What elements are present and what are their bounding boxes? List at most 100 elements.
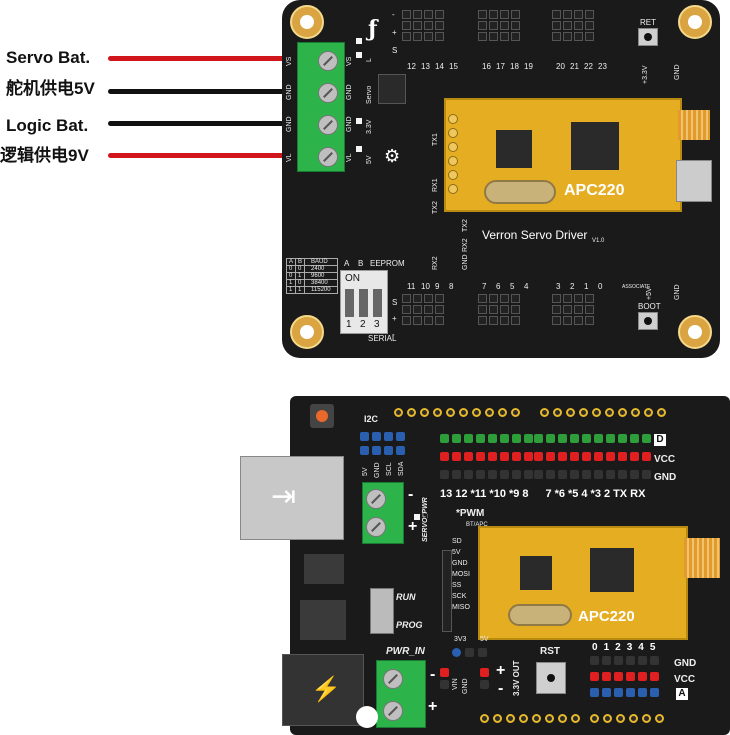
version-label: V1.0	[592, 238, 605, 244]
baud-cell: 9600	[304, 272, 338, 280]
sd-header[interactable]	[442, 550, 452, 632]
digital-pin-numbers: 13 12 *11 *10 *9 8 7 *6 *5 4 *3 2 TX RX	[440, 488, 645, 500]
run-prog-switch[interactable]	[370, 588, 394, 634]
module-pin-5	[448, 170, 458, 180]
pwr-in-terminal[interactable]	[376, 660, 426, 728]
servo-pwr-terminal[interactable]	[362, 482, 404, 544]
analog-gnd-header[interactable]	[590, 656, 659, 665]
terminal-label-vl: VL	[286, 153, 293, 162]
servo-bat-label: Servo Bat.	[6, 48, 91, 67]
associate-label: ASSOCIATE	[622, 284, 651, 290]
baud-cell: 1	[295, 272, 306, 280]
top-header-block-1[interactable]	[402, 10, 444, 41]
right-label-5v: +5V	[646, 287, 653, 300]
bottom-header-block-3[interactable]	[552, 294, 594, 325]
terminal-screw-2[interactable]	[318, 83, 338, 103]
bottom-pin-9: 9	[435, 282, 440, 291]
i2c-header-row2[interactable]	[360, 446, 405, 455]
top-pin-15: 15	[449, 62, 458, 71]
top-pin-22: 22	[584, 62, 593, 71]
dip-switch[interactable]: ON 1 2 3	[340, 270, 388, 334]
bottom-header-block-2[interactable]	[478, 294, 520, 325]
terminal-screw-1[interactable]	[318, 51, 338, 71]
pwr-in-screw-2[interactable]	[383, 701, 403, 721]
digital-vcc-header-2[interactable]	[534, 452, 651, 461]
digital-signal-header[interactable]	[440, 434, 533, 443]
mount-hole-bottom	[356, 706, 378, 728]
terminal-label-vl-r: VL	[346, 153, 353, 162]
digital-pin: *3	[590, 488, 601, 500]
analog-signal-header[interactable]	[590, 688, 659, 697]
pwr-in-screw-1[interactable]	[383, 669, 403, 689]
gnd-label-digital: GND	[654, 472, 677, 483]
gnd-label-analog: GND	[674, 658, 697, 669]
boot-label: BOOT	[638, 302, 661, 311]
analog-label-box: A	[676, 688, 688, 700]
top-pin-23: 23	[598, 62, 607, 71]
baud-cell: 115200	[304, 286, 338, 294]
reset-button-orange[interactable]	[310, 404, 334, 428]
top-header-block-2[interactable]	[478, 10, 520, 41]
side-label-3v3: 3.3V	[366, 119, 373, 134]
digital-pin: *9	[508, 488, 520, 500]
pwm-label: *PWM	[456, 508, 485, 519]
dc-power-jack[interactable]: ⚡	[282, 654, 364, 726]
status-led-1	[356, 38, 362, 44]
digital-vcc-header[interactable]	[440, 452, 533, 461]
boot-button[interactable]	[638, 312, 658, 330]
bottom-header-block-1[interactable]	[402, 294, 444, 325]
status-led-3	[356, 118, 362, 124]
row-sign-plus-bottom: +	[392, 314, 397, 323]
top-header-block-3[interactable]	[552, 10, 594, 41]
terminal-screw-3[interactable]	[318, 115, 338, 135]
top-pin-14: 14	[435, 62, 444, 71]
bottom-yellow-header[interactable]	[480, 714, 580, 723]
rst-button[interactable]	[536, 662, 566, 694]
bottom-yellow-header-2[interactable]	[590, 714, 664, 723]
digital-signal-header-2[interactable]	[534, 434, 651, 443]
i2c-pin-scl: SCL	[386, 462, 393, 476]
baud-table: A B BAUD 0 0 2400 0 1 9600 1 0 38400 1 1…	[285, 258, 338, 294]
baud-cell: 1	[295, 286, 306, 294]
top-yellow-header[interactable]	[394, 408, 520, 417]
baud-cell: 1	[285, 286, 297, 294]
rx2b-label: RX2	[462, 238, 469, 252]
gnd-label-vin: GND	[462, 678, 469, 694]
ret-label: RET	[640, 18, 656, 27]
vin-gnd-header[interactable]	[440, 668, 449, 689]
switch-label-b: B	[358, 259, 364, 268]
row-sign-minus: -	[392, 10, 395, 19]
digital-pin: *11	[470, 488, 487, 500]
digital-pin: 12	[455, 488, 468, 500]
i2c-header[interactable]	[360, 432, 405, 441]
voltage-jumper[interactable]	[452, 648, 487, 657]
top-yellow-header-2[interactable]	[540, 408, 666, 417]
usb-b-port[interactable]: ⇥	[240, 456, 344, 540]
power-terminal-block[interactable]	[297, 42, 345, 172]
dip-toggle-2[interactable]	[359, 289, 368, 317]
out-header[interactable]	[480, 668, 489, 689]
apc220-module: APC220	[444, 98, 682, 212]
analog-vcc-header[interactable]	[590, 672, 659, 681]
regulator-1	[304, 554, 344, 584]
module-antenna-bottom	[684, 538, 720, 578]
bt-apc-label: BT/APC	[466, 522, 488, 528]
i2c-pin-5v: 5V	[362, 467, 369, 476]
ret-button[interactable]	[638, 28, 658, 46]
top-pin-13: 13	[421, 62, 430, 71]
servo-bat-cn-label: 舵机供电5V	[6, 79, 95, 98]
servo-pwr-screw-1[interactable]	[366, 489, 386, 509]
bottom-pin-6: 6	[496, 282, 501, 291]
servo-pwr-minus: -	[408, 486, 414, 503]
usb-port[interactable]	[676, 160, 712, 202]
top-pin-18: 18	[510, 62, 519, 71]
digital-gnd-header-2[interactable]	[534, 470, 651, 479]
terminal-screw-4[interactable]	[318, 147, 338, 167]
sd-pin: 5V	[452, 549, 461, 556]
module-pin-2	[448, 128, 458, 138]
dip-toggle-3[interactable]	[373, 289, 382, 317]
tx2b-label: TX2	[462, 219, 469, 232]
digital-gnd-header[interactable]	[440, 470, 533, 479]
servo-pwr-screw-2[interactable]	[366, 517, 386, 537]
dip-toggle-1[interactable]	[345, 289, 354, 317]
